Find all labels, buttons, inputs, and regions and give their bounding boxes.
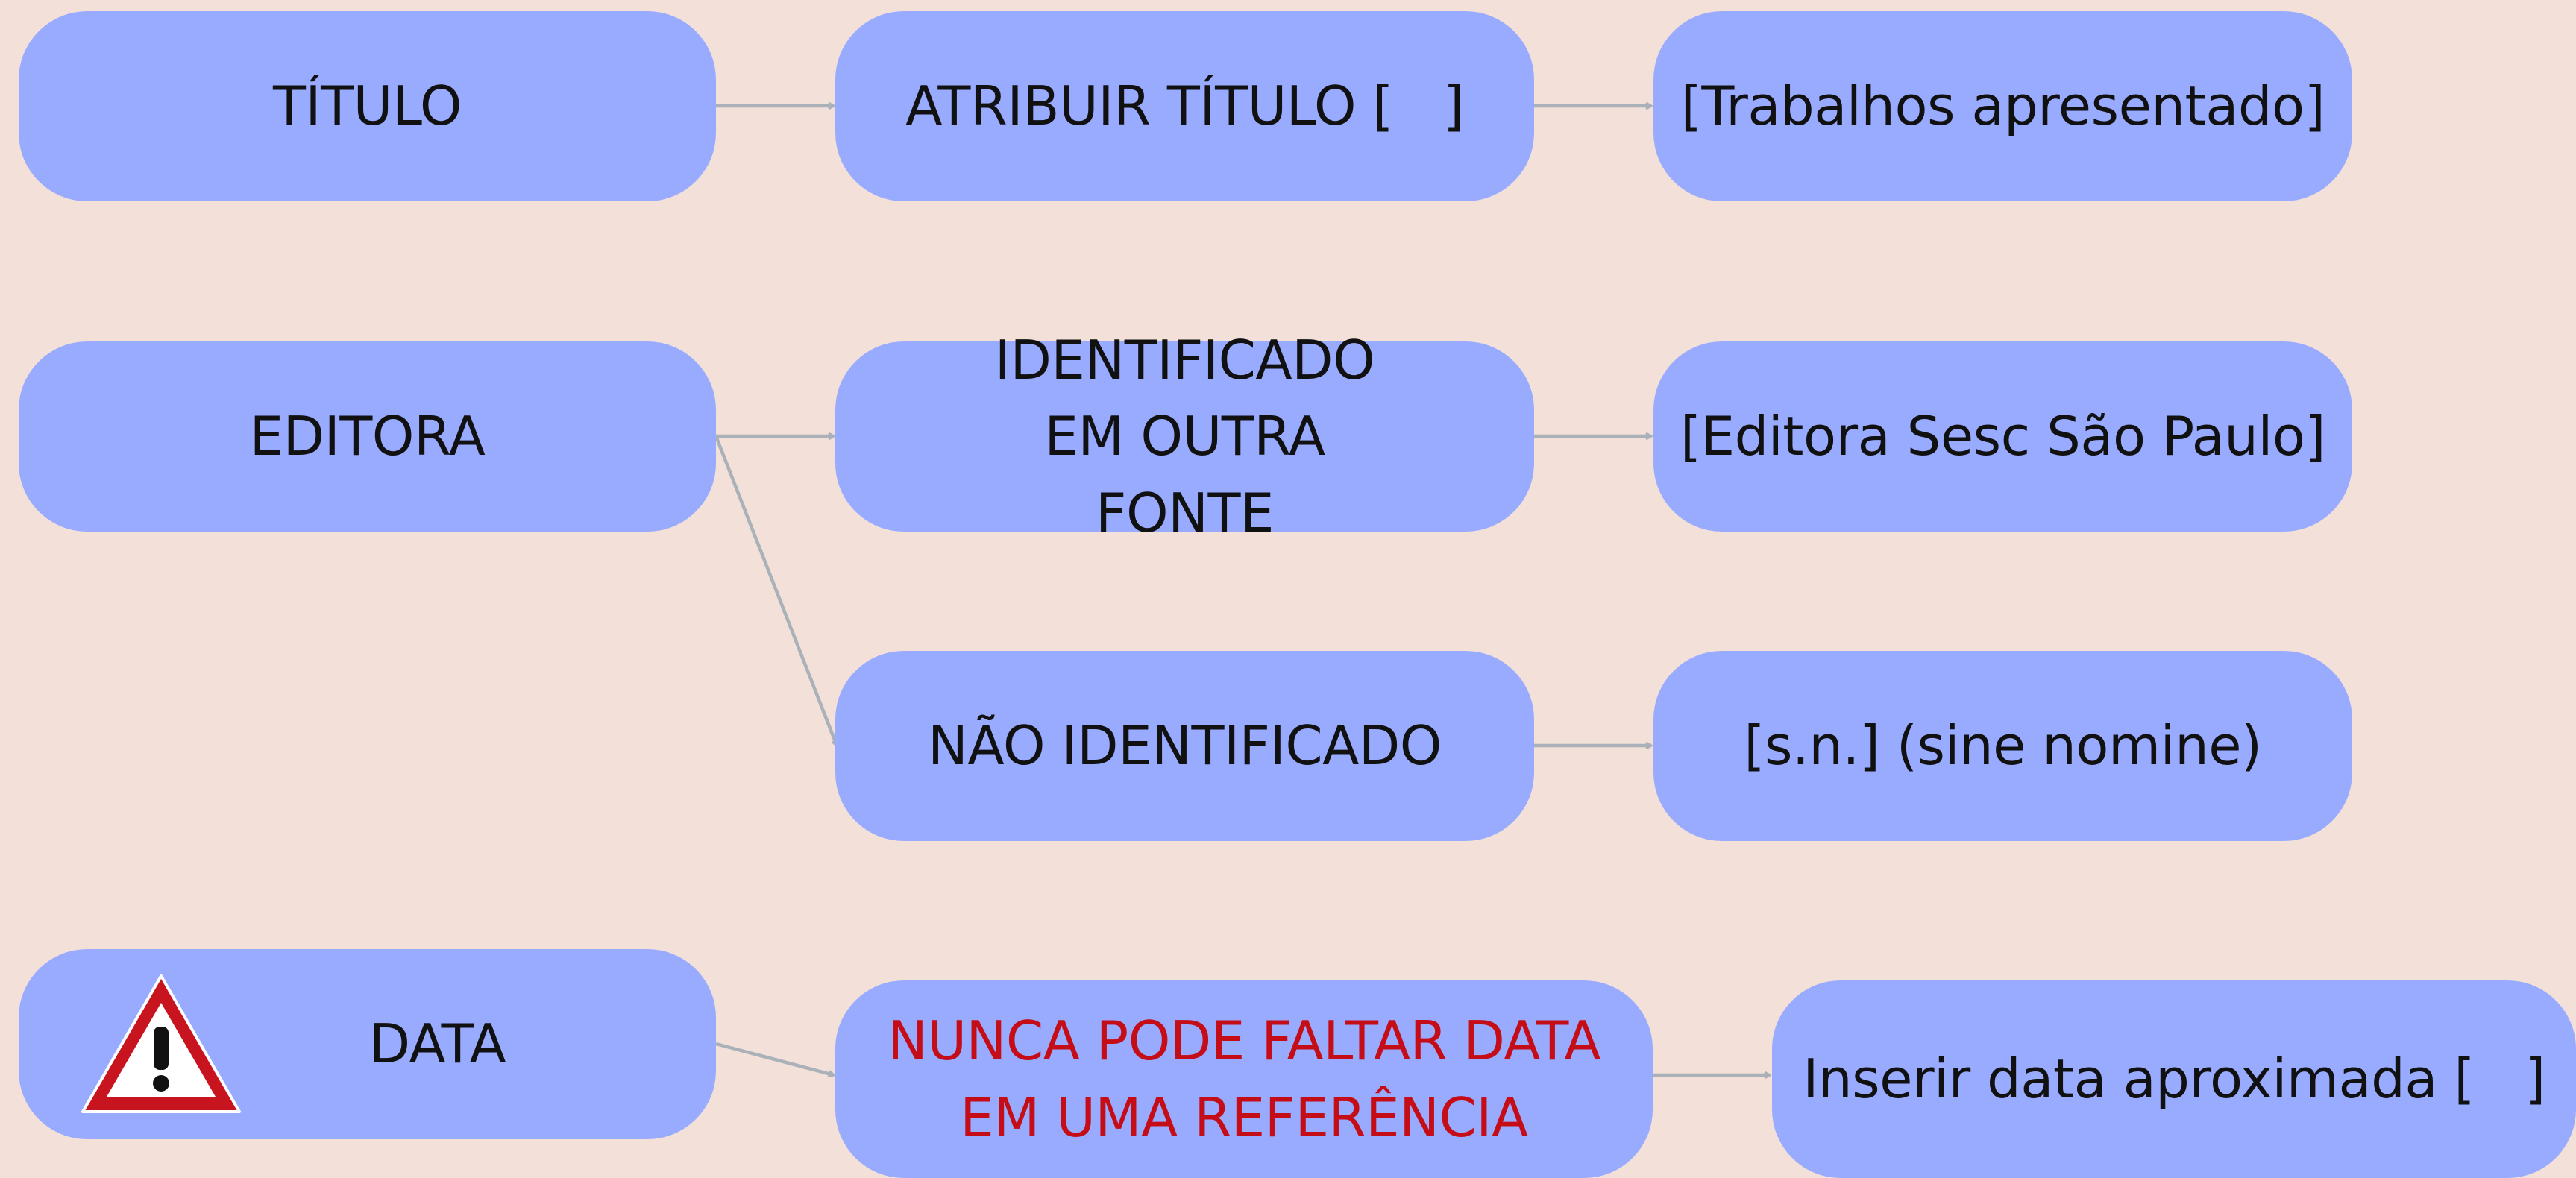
data-example-node: Inserir data aproximada [ ] <box>1772 980 2576 1178</box>
warning-triangle-icon <box>81 974 241 1113</box>
editora-identified-label: IDENTIFICADO EM OUTRA FONTE <box>994 329 1375 544</box>
data-example-label: Inserir data aproximada [ ] <box>1803 1048 2545 1111</box>
data-warning-rule-node: NUNCA PODE FALTAR DATA EM UMA REFERÊNCIA <box>835 980 1653 1178</box>
titulo-example-node: [Trabalhos apresentado] <box>1653 11 2352 201</box>
titulo-rule-node: ATRIBUIR TÍTULO [ ] <box>835 11 1534 201</box>
titulo-source-label: TÍTULO <box>272 75 462 138</box>
titulo-source-node: TÍTULO <box>19 11 716 201</box>
editora-unidentified-example-node: [s.n.] (sine nomine) <box>1653 651 2352 841</box>
data-warning-rule-label: NUNCA PODE FALTAR DATA EM UMA REFERÊNCIA <box>887 1010 1601 1149</box>
editora-source-node: EDITORA <box>19 341 716 532</box>
editora-identified-example-node: [Editora Sesc São Paulo] <box>1653 341 2352 532</box>
editora-unidentified-node: NÃO IDENTIFICADO <box>835 651 1534 841</box>
titulo-example-label: [Trabalhos apresentado] <box>1680 75 2325 138</box>
editora-identified-example-label: [Editora Sesc São Paulo] <box>1680 405 2326 468</box>
editora-unidentified-label: NÃO IDENTIFICADO <box>928 714 1442 778</box>
connector-data-to-warning-rule <box>715 1042 834 1075</box>
editora-identified-node: IDENTIFICADO EM OUTRA FONTE <box>835 329 1534 544</box>
titulo-rule-label: ATRIBUIR TÍTULO [ ] <box>905 75 1464 138</box>
editora-unidentified-example-label: [s.n.] (sine nomine) <box>1744 714 2262 778</box>
data-source-label: DATA <box>368 1012 506 1076</box>
editora-source-label: EDITORA <box>249 405 486 468</box>
connector-editora-to-unidentified <box>714 435 837 746</box>
